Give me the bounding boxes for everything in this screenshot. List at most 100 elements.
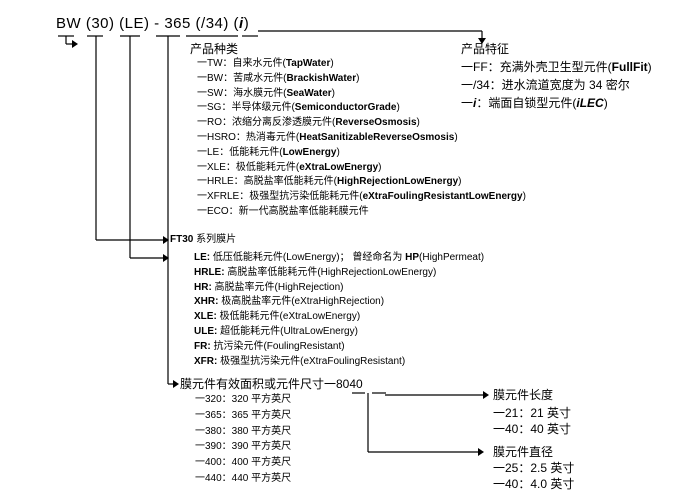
product-type-tail: ): [331, 87, 336, 99]
feature-item-tail: ): [603, 96, 608, 110]
model-code-tail: ): [243, 15, 250, 32]
series-code: FT30: [170, 234, 194, 245]
model-code-text: BW (30) (LE) - 365 (/34) (: [56, 15, 240, 32]
product-type-bold: SeaWater: [286, 87, 332, 99]
area-item: 一380：380 平方英尺: [195, 425, 292, 437]
energy-type-item: FR: 抗污染元件(FoulingResistant): [194, 341, 345, 353]
length-item: 一21：21 英寸: [493, 406, 572, 420]
product-type-label: 一XFRLE：极强型抗污染低能耗元件(: [197, 191, 363, 203]
product-type-item: 一SG：半导体级元件(SemiconductorGrade): [197, 102, 400, 114]
product-type-bold: LowEnergy: [282, 146, 337, 158]
feature-item-34: 一/34：进水流道宽度为 34 密尔: [461, 78, 630, 92]
self-lock-icon: i: [473, 96, 477, 110]
energy-type-code: LE:: [194, 252, 211, 263]
energy-type-label: 极强型抗污染元件(eXtraFoulingResistant): [217, 355, 406, 367]
feature-item-ilec: 一i：端面自锁型元件(iLEC): [461, 96, 608, 110]
product-type-label: 一SG：半导体级元件(: [197, 102, 295, 114]
energy-type-item: HRLE: 高脱盐率低能耗元件(HighRejectionLowEnergy): [194, 267, 436, 279]
product-type-label: 一LE：低能耗元件(: [197, 146, 283, 158]
energy-type-code: XHR:: [194, 296, 219, 308]
feature-item-tail: ): [647, 60, 652, 74]
product-type-bold: BrackishWater: [286, 72, 357, 84]
product-type-item: 一HSRO：热消毒元件(HeatSanitizableReverseOsmosi…: [197, 132, 458, 144]
area-item: 一400：400 平方英尺: [195, 457, 292, 469]
product-type-bold: eXtraLowEnergy: [299, 161, 379, 173]
product-type-item: 一HRLE：高脱盐率低能耗元件(HighRejectionLowEnergy): [197, 176, 461, 188]
energy-type-label: 超低能耗元件(UltraLowEnergy): [217, 326, 358, 337]
product-type-tail: ): [330, 58, 334, 69]
length-item: 一40：40 英寸: [493, 422, 572, 436]
feature-item-bold: iLEC: [576, 96, 604, 110]
energy-type-label: 低压低能耗元件(LowEnergy)； 曾经命名为: [210, 252, 406, 263]
area-item: 一390：390 平方英尺: [195, 441, 292, 453]
energy-type-code: XFR:: [194, 355, 218, 367]
product-type-header: 产品种类: [190, 42, 239, 56]
product-type-tail: ): [458, 176, 462, 188]
series-label: 系列膜片: [193, 234, 237, 245]
product-type-tail: ): [336, 146, 340, 158]
product-type-tail: ): [356, 72, 360, 84]
product-type-bold: HighRejectionLowEnergy: [337, 176, 459, 188]
energy-type-code: XLE:: [194, 311, 217, 323]
self-lock-icon: i: [239, 15, 244, 32]
product-type-item: 一LE：低能耗元件(LowEnergy): [197, 147, 340, 159]
energy-type-item: XHR: 极高脱盐率元件(eXtraHighRejection): [194, 296, 384, 308]
energy-type-item: XLE: 极低能耗元件(eXtraLowEnergy): [194, 311, 360, 323]
energy-type-label: 抗污染元件(FoulingResistant): [210, 340, 345, 352]
product-type-label: 一ECO：新一代高脱盐率低能耗膜元件: [197, 206, 369, 217]
energy-type-code: FR:: [194, 340, 211, 352]
diameter-item: 一40：4.0 英寸: [493, 477, 575, 491]
product-type-item: 一BW：苦咸水元件(BrackishWater): [197, 73, 359, 85]
area-item: 一320：320 平方英尺: [195, 394, 292, 405]
feature-item-ff: 一FF：充满外壳卫生型元件(FullFit): [461, 60, 652, 74]
feature-item-label: 一/34：进水流道宽度为 34 密尔: [461, 78, 630, 92]
energy-type-item: XFR: 极强型抗污染元件(eXtraFoulingResistant): [194, 356, 405, 368]
product-type-bold: ReverseOsmosis: [335, 117, 417, 129]
energy-type-label: 高脱盐率低能耗元件(HighRejectionLowEnergy): [224, 266, 437, 278]
energy-type-item: LE: 低压低能耗元件(LowEnergy)； 曾经命名为 HP(HighPer…: [194, 252, 484, 264]
product-type-item: 一TW：自来水元件(TapWater): [197, 58, 334, 70]
series-line: FT30 系列膜片: [170, 234, 236, 246]
product-type-item: 一ECO：新一代高脱盐率低能耗膜元件: [197, 206, 369, 218]
energy-type-label: 高脱盐率元件(HighRejection): [211, 281, 344, 293]
product-type-tail: ): [454, 132, 458, 143]
product-type-bold: HeatSanitizableReverseOsmosis: [299, 132, 455, 143]
energy-type-tail: (HighPermeat): [419, 252, 485, 263]
product-type-tail: ): [396, 102, 400, 114]
product-type-label: 一XLE：极低能耗元件(: [197, 161, 300, 173]
feature-item-label-2: ：端面自锁型元件(: [476, 96, 577, 110]
energy-type-item: ULE: 超低能耗元件(UltraLowEnergy): [194, 326, 358, 338]
product-type-label: 一RO：浓缩分离反渗透膜元件(: [197, 117, 336, 129]
product-type-bold: TapWater: [285, 58, 331, 69]
product-type-item: 一XFRLE：极强型抗污染低能耗元件(eXtraFoulingResistant…: [197, 191, 526, 203]
product-type-tail: ): [378, 161, 382, 173]
feature-item-bold: FullFit: [611, 60, 648, 74]
area-item: 一365：365 平方英尺: [195, 409, 292, 421]
area-item: 一440：440 平方英尺: [195, 473, 292, 484]
product-type-label: 一HSRO：热消毒元件(: [197, 132, 300, 143]
product-type-bold: eXtraFoulingResistantLowEnergy: [362, 191, 523, 203]
energy-type-code: ULE:: [194, 326, 218, 337]
product-type-label: 一HRLE：高脱盐率低能耗元件(: [197, 176, 338, 188]
feature-item-label: 一FF：充满外壳卫生型元件(: [461, 60, 612, 74]
energy-type-label: 极低能耗元件(eXtraLowEnergy): [216, 311, 361, 323]
product-type-item: 一XLE：极低能耗元件(eXtraLowEnergy): [197, 162, 382, 174]
product-type-tail: ): [522, 191, 526, 203]
energy-type-item: HR: 高脱盐率元件(HighRejection): [194, 282, 343, 294]
diameter-item: 一25：2.5 英寸: [493, 461, 575, 475]
product-type-label: 一TW：自来水元件(: [197, 58, 286, 69]
product-type-bold: SemiconductorGrade: [294, 102, 397, 114]
feature-item-label: 一: [461, 96, 474, 110]
energy-type-label: 极高脱盐率元件(eXtraHighRejection): [218, 296, 385, 308]
length-header: 膜元件长度: [493, 388, 554, 402]
product-type-label: 一SW：海水膜元件(: [197, 87, 287, 99]
product-type-item: 一RO：浓缩分离反渗透膜元件(ReverseOsmosis): [197, 117, 420, 129]
product-type-label: 一BW：苦咸水元件(: [197, 72, 287, 84]
diameter-header: 膜元件直径: [493, 445, 554, 459]
product-feature-header: 产品特征: [461, 42, 510, 56]
model-code: BW (30) (LE) - 365 (/34) (i): [56, 15, 249, 32]
energy-type-bold: HP: [405, 252, 420, 263]
product-type-item: 一SW：海水膜元件(SeaWater): [197, 88, 335, 100]
energy-type-code: HR:: [194, 281, 212, 293]
